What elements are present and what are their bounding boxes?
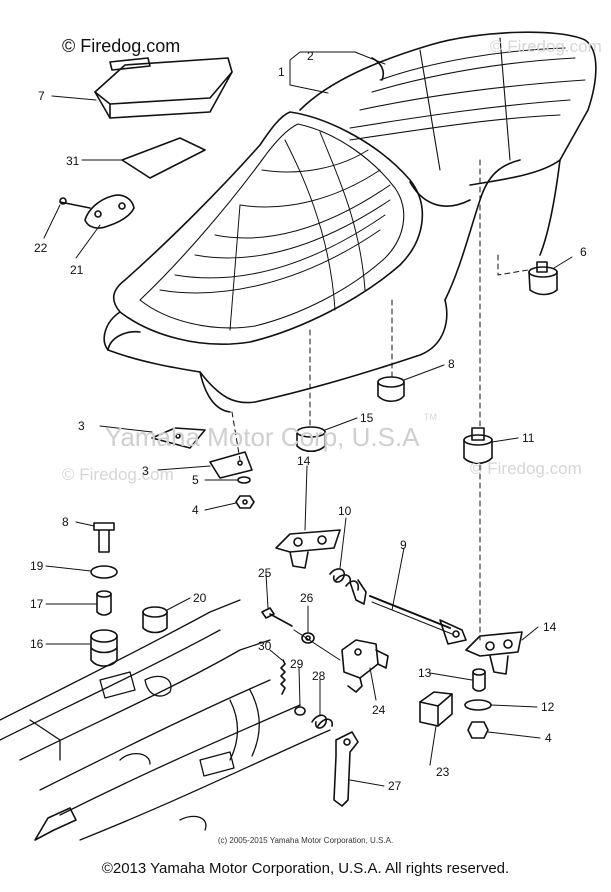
collar-part-17 xyxy=(96,590,112,616)
bracket-part-14-lower xyxy=(465,631,523,675)
callout-28: 28 xyxy=(312,669,326,683)
callout-12: 12 xyxy=(541,700,555,714)
callout-14-upper: 14 xyxy=(297,454,311,468)
callout-17: 17 xyxy=(30,597,44,611)
spring-part-10 xyxy=(329,568,367,605)
callout-27: 27 xyxy=(388,779,402,793)
callout-4-upper: 4 xyxy=(192,503,199,517)
collar-part-13 xyxy=(472,668,486,692)
callout-10: 10 xyxy=(338,504,352,518)
damper-part-11 xyxy=(463,427,493,465)
callout-6: 6 xyxy=(580,245,587,259)
callout-30: 30 xyxy=(258,639,272,653)
callout-3-lower: 3 xyxy=(142,464,149,478)
callout-14-lower: 14 xyxy=(543,620,557,634)
callout-2: 2 xyxy=(307,49,314,63)
damper-part-15 xyxy=(296,426,326,453)
watermark-center: Yamaha Motor Corp, U.S.A xyxy=(105,422,420,452)
watermark-tm: TM xyxy=(424,412,437,422)
callout-1: 1 xyxy=(278,65,285,79)
callout-21: 21 xyxy=(70,263,84,277)
damper-part-16 xyxy=(90,629,118,667)
washer-part-19 xyxy=(90,565,118,579)
forward-arrow xyxy=(34,807,77,841)
seat-lock-part xyxy=(59,194,135,229)
spring-part-28 xyxy=(311,714,334,729)
lock-body-part-24 xyxy=(341,639,389,693)
damper-part-8 xyxy=(377,376,405,403)
frame-part xyxy=(0,599,331,841)
watermark-left: © Firedog.com xyxy=(62,465,174,484)
callout-20: 20 xyxy=(193,591,207,605)
seat-part xyxy=(103,31,597,413)
tool-tray-part xyxy=(94,57,233,119)
watermark-right: © Firedog.com xyxy=(470,459,582,478)
callout-19: 19 xyxy=(30,559,44,573)
copyright-small: (c) 2005-2015 Yamaha Motor Corporation, … xyxy=(217,836,394,845)
guide-lines xyxy=(231,159,529,641)
callout-5: 5 xyxy=(192,473,199,487)
damper-part-20 xyxy=(142,606,168,634)
damper-part-6 xyxy=(528,261,558,296)
callout-9: 9 xyxy=(400,538,407,552)
callout-24: 24 xyxy=(372,703,386,717)
callout-4-lower: 4 xyxy=(545,731,552,745)
lock-rod-part-9 xyxy=(369,595,467,645)
nut-part-4 xyxy=(235,495,255,509)
leader-lines xyxy=(43,51,573,787)
callout-26: 26 xyxy=(300,591,314,605)
callout-16: 16 xyxy=(30,637,44,651)
callout-23: 23 xyxy=(436,765,450,779)
bracket-part-3 xyxy=(151,427,253,479)
lever-part-27 xyxy=(333,731,359,807)
callout-13: 13 xyxy=(418,666,432,680)
callout-29: 29 xyxy=(290,657,304,671)
callout-8-upper: 8 xyxy=(448,357,455,371)
callout-11: 11 xyxy=(522,431,535,445)
spring-part-30 xyxy=(280,659,286,695)
watermark-corner: © Firedog.com xyxy=(490,37,602,56)
bracket-part-14-upper xyxy=(275,529,341,569)
callout-22: 22 xyxy=(34,241,48,255)
washer-part-29 xyxy=(294,706,306,716)
callout-3-upper: 3 xyxy=(78,419,85,433)
label-plate-part xyxy=(121,137,206,179)
washer-part-5 xyxy=(237,476,251,484)
washer-part-12 xyxy=(464,699,492,711)
cover-part-23 xyxy=(419,691,453,727)
bolt-part-25 xyxy=(261,607,293,627)
callout-15: 15 xyxy=(360,411,374,425)
copyright-footer: ©2013 Yamaha Motor Corporation, U.S.A. A… xyxy=(101,860,510,877)
nut-part-4-lower xyxy=(467,721,489,739)
callout-8-lower: 8 xyxy=(62,515,69,529)
callout-7: 7 xyxy=(38,89,45,103)
bolt-part-8 xyxy=(93,522,115,553)
callout-31: 31 xyxy=(66,154,80,168)
callout-25: 25 xyxy=(258,566,272,580)
firedog-logo-top: © Firedog.com xyxy=(62,36,181,56)
